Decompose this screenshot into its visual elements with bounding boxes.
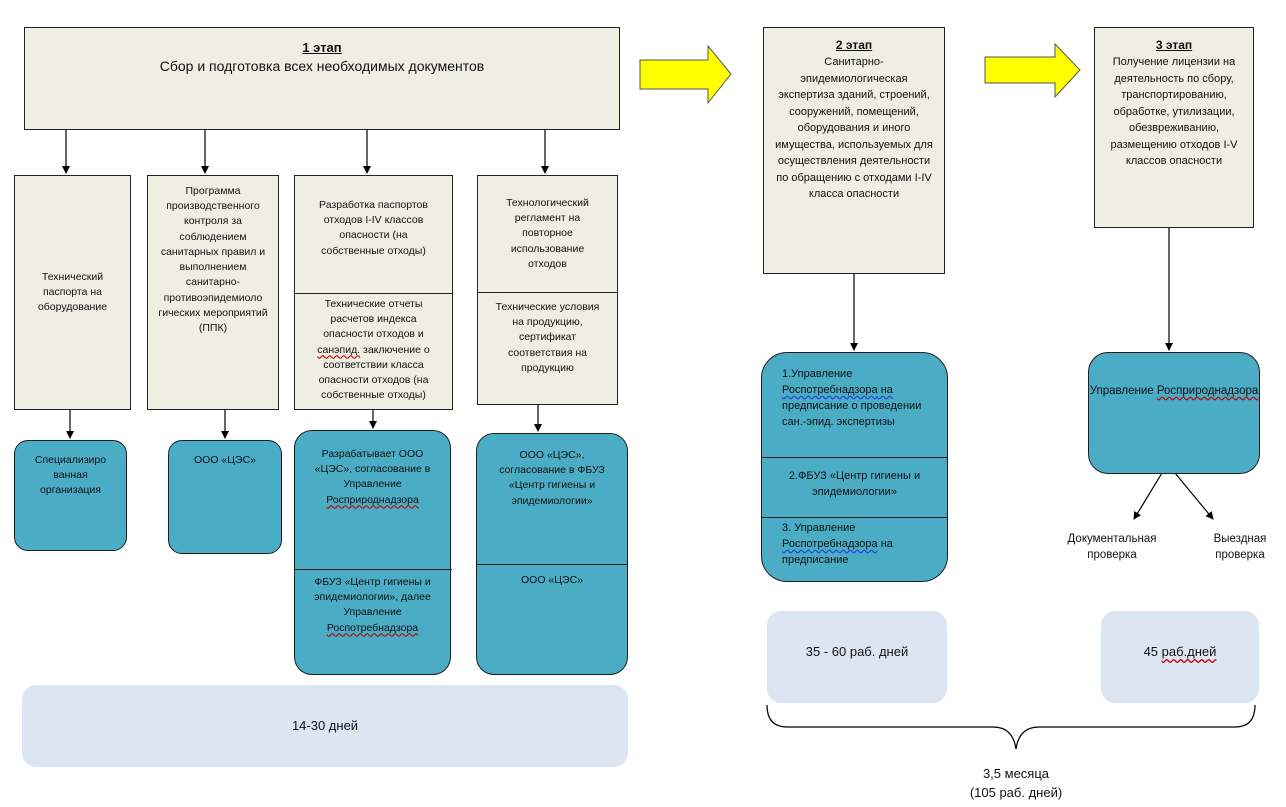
doc-1-text: Технический паспорта на оборудование xyxy=(37,270,108,314)
total-duration: 3,5 месяца (105 раб. дней) xyxy=(936,765,1096,803)
org-3-top-sq: Росприроднадзора xyxy=(326,493,419,506)
stage3-org-box: Управление Росприроднадзора xyxy=(1088,352,1260,474)
total-line-2: (105 раб. дней) xyxy=(969,784,1063,800)
doc-4-bottom-text: Технические условия на продукцию, сертиф… xyxy=(495,301,600,374)
doc-box-4: Технологический регламент на повторное и… xyxy=(477,175,618,405)
org-3-top-pre: Разрабатывает ООО «ЦЭС», согласование в … xyxy=(314,448,431,491)
doc-2-text: Программа производственного контроля за … xyxy=(158,185,268,334)
stage2-box: 2 этап Санитарно-эпидемиологическая эксп… xyxy=(763,27,945,274)
stage2-org-2: 2.ФБУЗ «Центр гигиены и эпидемиологии» xyxy=(788,470,921,498)
check-documentary-text: Документальная проверка xyxy=(1067,533,1157,562)
doc-box-1: Технический паспорта на оборудование xyxy=(14,175,131,410)
stage2-org-box: 1.Управление Роспотребнадзора на предпис… xyxy=(761,352,948,582)
stage3-org-sq: Росприроднадзора xyxy=(1156,385,1259,397)
stage2-heading: 2 этап xyxy=(835,38,873,52)
org-3-top-text: Разрабатывает ООО «ЦЭС», согласование в … xyxy=(295,431,450,569)
stage2-org-3-sq: Роспотребнадзора xyxy=(782,537,878,550)
doc-3-bottom-sq: санэпид. xyxy=(317,343,361,356)
stage2-org-divider-1 xyxy=(762,457,947,458)
stage1-duration: 14-30 дней xyxy=(291,718,359,734)
org-box-3: Разрабатывает ООО «ЦЭС», согласование в … xyxy=(294,430,452,675)
stage2-org-3-pre: 3. Управление xyxy=(782,522,856,534)
stage3-duration-sq: раб.дней xyxy=(1161,644,1217,659)
stage1-heading: 1 этап xyxy=(302,40,342,55)
stage2-org-1-post: на xyxy=(877,383,893,396)
arrow-org3-check1 xyxy=(1133,472,1163,520)
org-3-bottom-text: ФБУЗ «Центр гигиены и эпидемиологии», да… xyxy=(295,569,450,636)
stage-arrow-1-to-2 xyxy=(639,44,732,105)
doc-3-bottom-text: Технические отчеты расчетов индекса опас… xyxy=(295,293,452,404)
stage2-title: Санитарно-эпидемиологическая экспертиза … xyxy=(775,56,933,200)
check-onsite: Выездная проверка xyxy=(1198,531,1282,563)
stage3-box: 3 этап Получение лицензии на деятельност… xyxy=(1094,27,1254,228)
stage2-duration-box: 35 - 60 раб. дней xyxy=(767,611,947,703)
stage2-duration: 35 - 60 раб. дней xyxy=(805,644,909,659)
doc-4-top-text: Технологический регламент на повторное и… xyxy=(506,197,589,270)
stage2-org-1-sq: Роспотребнадзора xyxy=(782,383,878,396)
stage2-org-1: 1.Управление Роспотребнадзора на предпис… xyxy=(762,353,947,459)
org-3-divider xyxy=(295,569,452,570)
stage1-title: Сбор и подготовка всех необходимых докум… xyxy=(159,57,485,74)
org-4-top-text: ООО «ЦЭС», согласование в ФБУЗ «Центр ги… xyxy=(499,449,605,507)
total-brace xyxy=(766,704,1256,750)
stage2-org-3: 3. Управление Роспотребнадзора на предпи… xyxy=(762,519,947,569)
check-onsite-text: Выездная проверка xyxy=(1213,533,1267,562)
stage3-title: Получение лицензии на деятельность по сб… xyxy=(1110,56,1238,167)
doc-3-divider xyxy=(295,293,452,294)
stage3-duration-pre: 45 xyxy=(1143,644,1162,659)
stage2-org-1-pre: 1.Управление xyxy=(782,368,853,380)
stage2-org-divider-2 xyxy=(762,517,947,518)
stage-arrow-2-to-3 xyxy=(984,42,1081,99)
doc-3-bottom-pre: Технические отчеты расчетов индекса опас… xyxy=(323,298,424,341)
stage3-duration-box: 45 раб.дней xyxy=(1101,611,1259,703)
org-1-text: Специализиро ванная организация xyxy=(34,454,107,497)
stage1-duration-box: 14-30 дней xyxy=(22,685,628,767)
stage2-org-3-post: на предписание xyxy=(782,537,893,566)
org-4-divider xyxy=(477,564,627,565)
doc-4-divider xyxy=(478,292,617,293)
doc-box-3: Разработка паспортов отходов I-IV классо… xyxy=(294,175,453,410)
doc-3-top-text: Разработка паспортов отходов I-IV классо… xyxy=(319,199,428,257)
stage1-box: 1 этап Сбор и подготовка всех необходимы… xyxy=(24,27,620,130)
org-box-2: ООО «ЦЭС» xyxy=(168,440,282,554)
doc-3-bottom-post: заключение о соответствии класса опаснос… xyxy=(318,343,430,402)
doc-box-2: Программа производственного контроля за … xyxy=(147,175,279,410)
stage3-heading: 3 этап xyxy=(1155,38,1193,52)
org-3-bottom-sq: Роспотребнадзора xyxy=(326,621,419,634)
stage3-org-pre: Управление xyxy=(1089,385,1157,397)
total-line-1: 3,5 месяца xyxy=(982,766,1050,781)
org-4-bottom-text: ООО «ЦЭС» xyxy=(521,574,583,586)
org-3-bottom-pre: ФБУЗ «Центр гигиены и эпидемиологии», да… xyxy=(314,576,431,619)
org-2-text: ООО «ЦЭС» xyxy=(194,454,256,466)
stage2-org-1-post2: предписание о проведении сан.-эпид. эксп… xyxy=(782,399,922,428)
check-documentary: Документальная проверка xyxy=(1052,531,1172,563)
org-box-1: Специализиро ванная организация xyxy=(14,440,127,551)
org-box-4: ООО «ЦЭС», согласование в ФБУЗ «Центр ги… xyxy=(476,433,628,675)
arrow-org3-check2 xyxy=(1174,472,1214,520)
